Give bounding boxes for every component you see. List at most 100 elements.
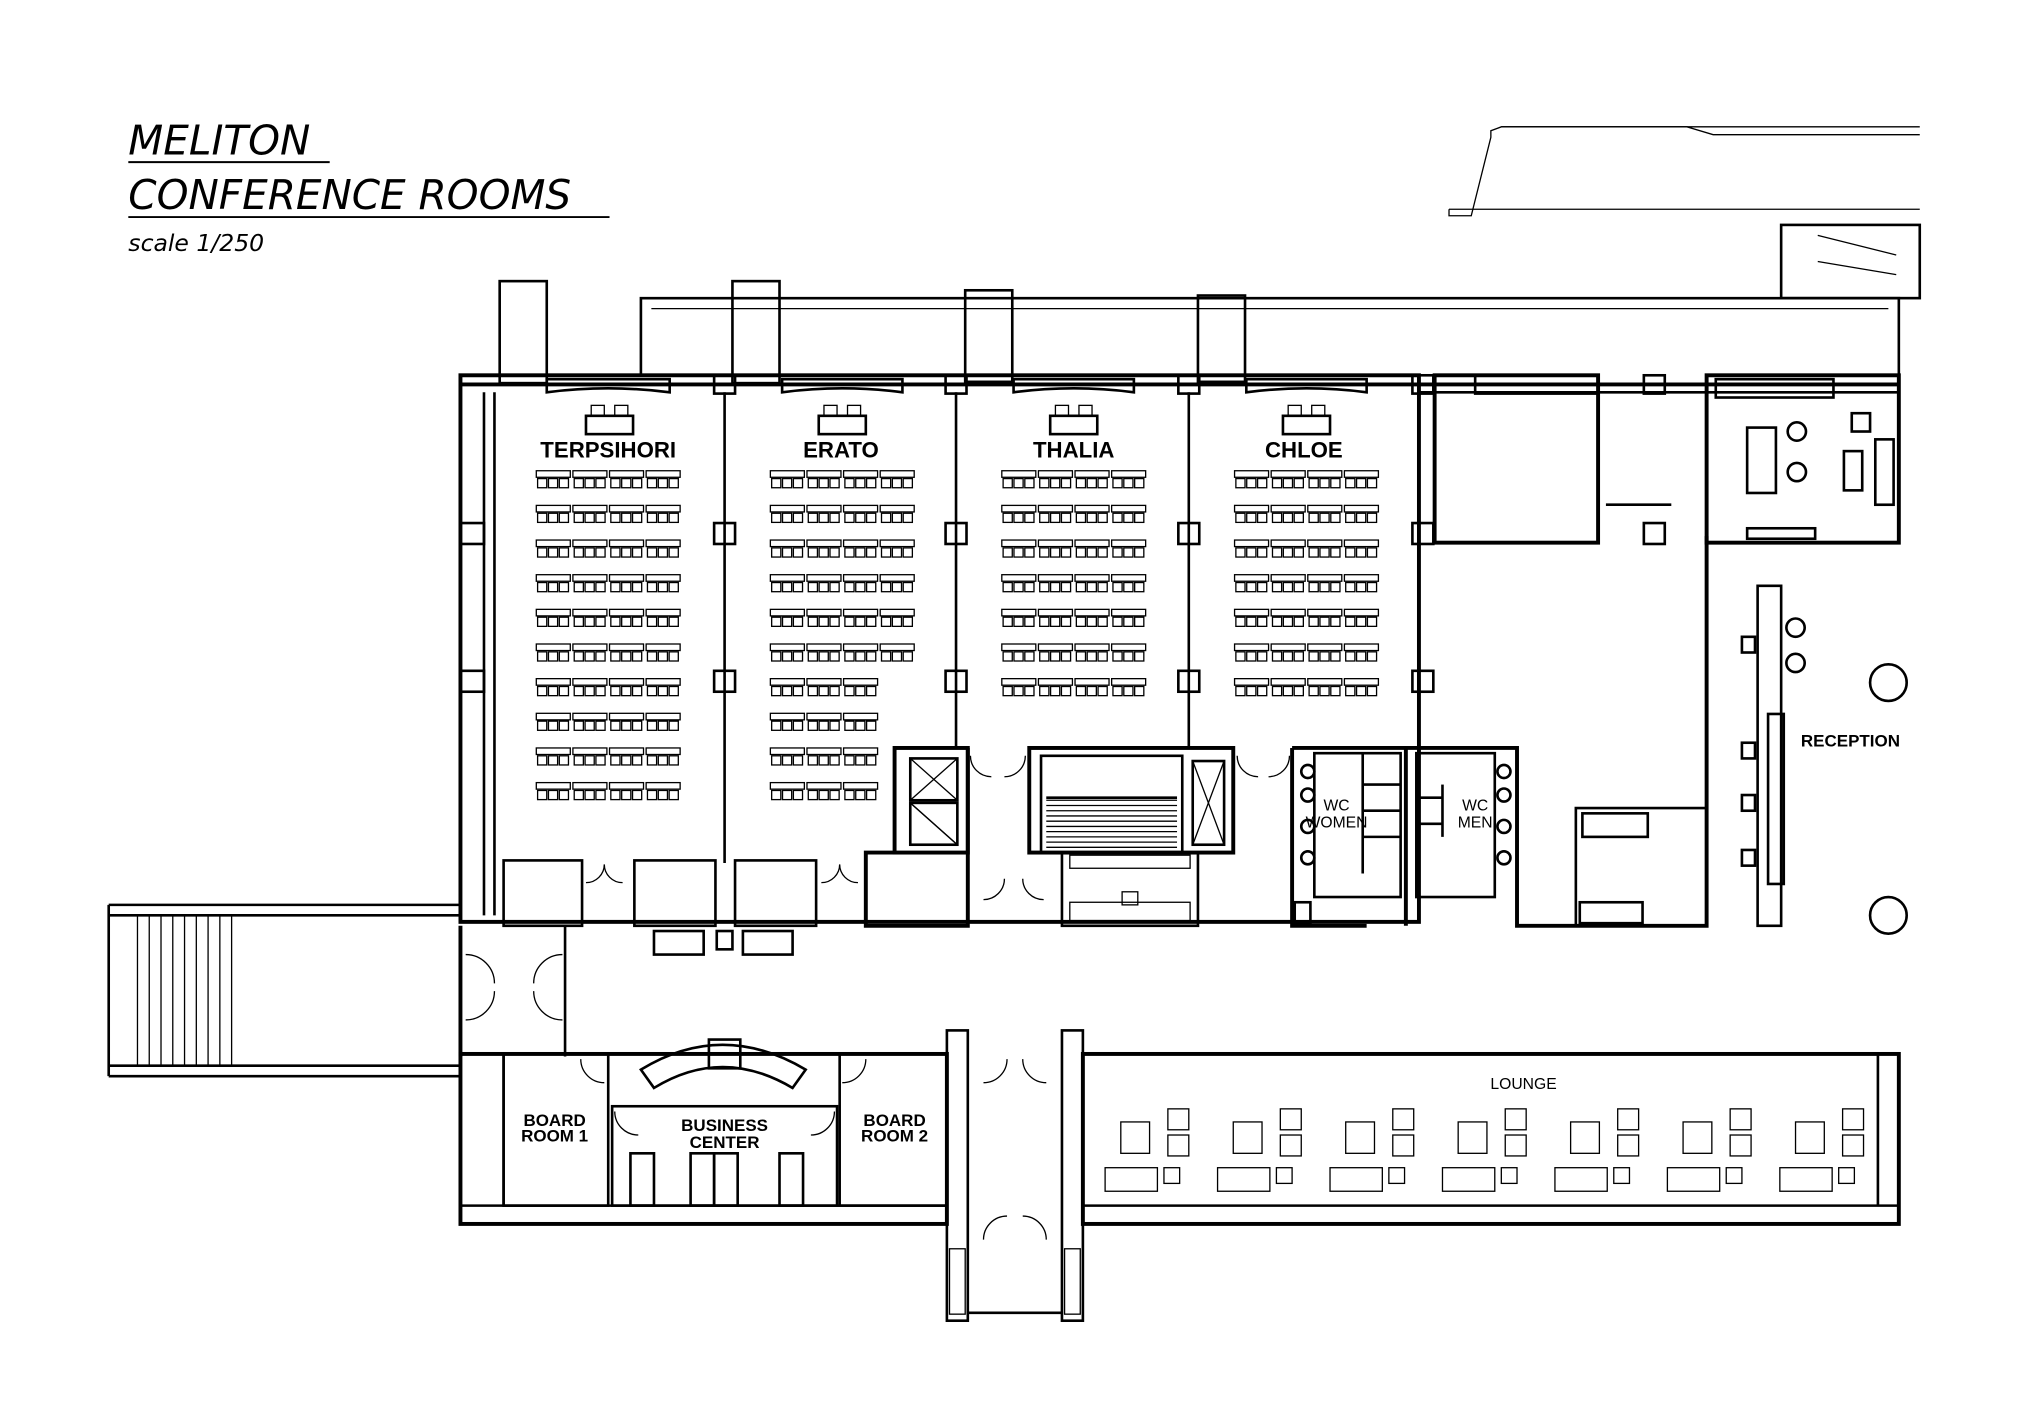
desk [608, 781, 645, 790]
chair [792, 789, 804, 801]
desk [769, 470, 806, 478]
chair [1013, 651, 1024, 662]
seat-row [1001, 504, 1147, 524]
chair [829, 789, 840, 801]
chair [1086, 581, 1098, 593]
chair [668, 651, 679, 662]
room-label-chloe: CHLOE [1265, 438, 1343, 463]
chair [844, 616, 855, 628]
chair [1282, 616, 1294, 628]
chair [880, 581, 892, 593]
desk [806, 470, 842, 478]
chair [584, 720, 595, 731]
chair [547, 547, 559, 558]
chair [829, 651, 840, 662]
desk [608, 608, 645, 617]
wc-men-label-1: WC [1462, 798, 1488, 815]
chair [595, 547, 606, 558]
chair [1256, 512, 1268, 524]
chair [829, 616, 840, 628]
chair [865, 477, 877, 489]
reception-area: RECEPTION [1740, 584, 1908, 935]
chair [1013, 512, 1024, 524]
chair [1235, 651, 1246, 662]
chair [1308, 685, 1319, 697]
chair [610, 685, 621, 697]
chair [657, 547, 669, 558]
scale-label: scale 1/250 [128, 229, 264, 257]
chair [1330, 477, 1341, 489]
chair [558, 581, 570, 593]
chair [829, 477, 840, 489]
desk [806, 747, 842, 756]
chair [1002, 685, 1013, 697]
chair [573, 581, 585, 593]
chair [595, 581, 606, 593]
chair [610, 547, 621, 558]
chair [1308, 651, 1319, 662]
room-label-business-center-b: CENTER [690, 1133, 760, 1152]
desk [842, 747, 879, 756]
seat-row [535, 470, 681, 489]
chair [621, 547, 632, 558]
chair [1246, 581, 1257, 593]
chair [1097, 477, 1108, 489]
chair [573, 789, 585, 801]
chair [1013, 616, 1024, 628]
basin [1496, 849, 1512, 866]
chair [595, 720, 606, 731]
chair [595, 685, 606, 697]
seat-row [535, 747, 681, 766]
chair [1134, 581, 1145, 593]
desk [608, 643, 645, 652]
desk [572, 470, 608, 478]
desk [1037, 678, 1074, 686]
chair [1256, 685, 1268, 697]
desk [1001, 678, 1037, 686]
chair [1086, 477, 1098, 489]
armchair [1504, 1108, 1527, 1131]
desk [1074, 504, 1110, 513]
chair [584, 685, 595, 697]
chair [1024, 512, 1035, 524]
desk [1074, 643, 1110, 652]
chair [855, 685, 866, 697]
chair [1024, 651, 1035, 662]
chair [1293, 685, 1304, 697]
chair [1112, 581, 1123, 593]
chair [1024, 685, 1035, 697]
chair [1049, 685, 1061, 697]
chair [1256, 477, 1268, 489]
desk [1110, 574, 1147, 582]
chair [621, 477, 632, 489]
chair [902, 581, 914, 593]
chair [865, 755, 877, 766]
lounge-sofa [1554, 1167, 1608, 1192]
chair [1112, 616, 1123, 628]
desk [572, 678, 608, 686]
chair [902, 512, 914, 524]
armchair [1167, 1134, 1190, 1157]
chair [1246, 685, 1257, 697]
chair [536, 685, 548, 697]
lounge-table [1120, 1121, 1151, 1154]
chair [865, 616, 877, 628]
chair [595, 755, 606, 766]
desk [1233, 574, 1270, 582]
title-line-1: MELITON [128, 116, 310, 164]
chair [781, 685, 793, 697]
chair [1319, 512, 1330, 524]
chair [880, 616, 892, 628]
chair [829, 547, 840, 558]
desk [1307, 539, 1343, 548]
chair [771, 755, 782, 766]
title-line-2: CONFERENCE ROOMS [128, 171, 571, 219]
lounge-table [1232, 1121, 1263, 1154]
armchair [1167, 1108, 1190, 1131]
chair [1134, 651, 1145, 662]
desk [1110, 539, 1147, 548]
desk [1110, 643, 1147, 652]
chair [657, 477, 669, 489]
chair [829, 685, 840, 697]
chair [1123, 685, 1134, 697]
